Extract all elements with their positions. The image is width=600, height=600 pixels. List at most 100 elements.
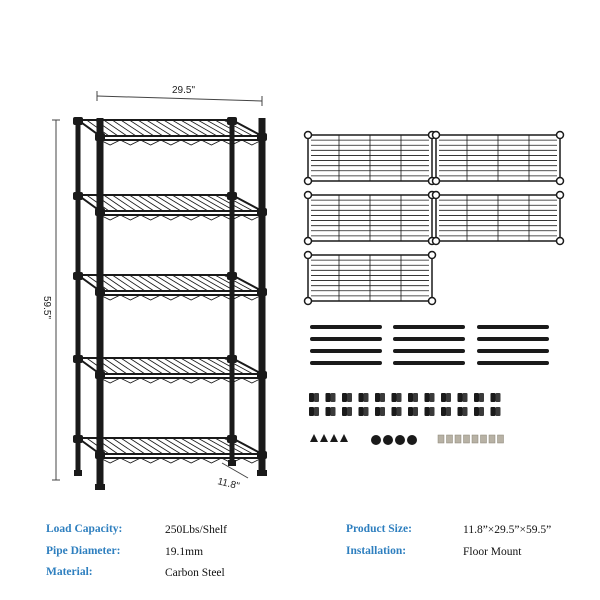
- shelf-truss: [99, 214, 263, 221]
- shelf-wire: [206, 437, 236, 455]
- shelf-wire: [103, 119, 128, 137]
- shelf-wire: [180, 119, 209, 137]
- clip: [391, 393, 397, 402]
- shelf-wire: [214, 194, 245, 212]
- clip: [429, 393, 435, 402]
- pole: [310, 361, 382, 365]
- clip: [495, 393, 501, 402]
- shelf-wire: [189, 194, 218, 212]
- connector: [480, 434, 487, 444]
- shelf-wire: [171, 437, 200, 455]
- clip: [358, 393, 364, 402]
- clip: [396, 407, 402, 416]
- shelf-wire: [214, 119, 245, 137]
- shelf-wire: [111, 194, 137, 212]
- shelf-sleeve: [95, 451, 105, 459]
- leveling-foot-part: [340, 434, 348, 442]
- height-label: 59.5": [41, 296, 52, 319]
- clip: [375, 407, 380, 416]
- installation-label: Installation:: [346, 545, 407, 557]
- shelf: [73, 355, 267, 384]
- shelf-sleeve: [257, 371, 267, 379]
- shelf-wire: [214, 274, 245, 292]
- clip: [429, 407, 435, 416]
- shelf-panel: [303, 130, 437, 186]
- pole: [393, 361, 465, 365]
- shelf-wire: [189, 119, 218, 137]
- shelf-wire: [146, 437, 173, 455]
- shelf-wire: [129, 194, 155, 212]
- spec-table: Load Capacity: 250Lbs/Shelf Pipe Diamete…: [0, 515, 600, 600]
- connector: [488, 434, 496, 444]
- panel-corner-ring: [303, 250, 313, 260]
- shelf: [73, 192, 267, 221]
- post: [96, 118, 104, 484]
- shelf-wire: [197, 274, 227, 292]
- clip: [446, 407, 451, 416]
- shelf-sleeve: [227, 192, 237, 200]
- clip: [347, 393, 352, 402]
- shelf-wire: [146, 194, 173, 212]
- shelf-wire: [214, 437, 245, 455]
- product-illustration: 29.5" 59.5" 11.8": [41, 85, 565, 492]
- panel-corner-ring: [555, 236, 565, 246]
- width-label: 29.5": [172, 85, 195, 96]
- clip: [424, 393, 430, 402]
- shelf-wire: [206, 274, 236, 292]
- shelf-wire: [180, 357, 209, 375]
- clip: [309, 407, 314, 416]
- shelf-wire: [206, 194, 236, 212]
- shelf-panel: [303, 190, 437, 246]
- shelf-truss: [99, 457, 263, 464]
- clip: [462, 393, 468, 402]
- shelf-sleeve: [73, 355, 83, 363]
- shelf-wire: [86, 119, 110, 137]
- shelf-sleeve: [227, 355, 237, 363]
- installation-value: Floor Mount: [463, 546, 522, 558]
- shelf-truss: [99, 377, 263, 384]
- shelf-sleeve: [257, 288, 267, 296]
- panel-corner-ring: [427, 250, 437, 260]
- panel-corner-ring: [303, 176, 313, 186]
- shelf-wire: [111, 274, 137, 292]
- shelf-wire: [86, 194, 110, 212]
- clip: [474, 393, 479, 402]
- clip: [408, 407, 413, 416]
- shelf-wire: [103, 274, 128, 292]
- pole: [477, 349, 549, 353]
- shelf-clips: [309, 393, 501, 416]
- clip: [462, 407, 468, 416]
- shelf-panel: [303, 250, 437, 306]
- leveling-foot-part: [320, 434, 328, 442]
- connector: [497, 434, 504, 444]
- depth-label: 11.8": [216, 476, 241, 492]
- leveling-foot-part: [310, 434, 318, 442]
- product-size-value: 11.8”×29.5”×59.5”: [463, 524, 552, 536]
- shelf-wire: [154, 194, 182, 212]
- shelf: [73, 117, 267, 146]
- clip: [479, 407, 484, 416]
- shelf: [73, 435, 267, 464]
- product-size-label: Product Size:: [346, 523, 412, 535]
- shelf-wire: [137, 119, 164, 137]
- shelf-wire: [103, 357, 128, 375]
- panel-corner-ring: [431, 190, 441, 200]
- panel-corner-ring: [427, 296, 437, 306]
- shelf-truss: [99, 294, 263, 301]
- shelf-wire: [189, 437, 218, 455]
- panel-corner-ring: [431, 176, 441, 186]
- shelf-wire: [197, 437, 227, 455]
- shelf-wire: [120, 437, 146, 455]
- shelf-wire: [180, 194, 209, 212]
- post: [75, 124, 81, 470]
- shelf-wire: [171, 119, 200, 137]
- shelving-unit: [73, 117, 267, 490]
- shelf-wire: [103, 437, 128, 455]
- clip: [325, 407, 331, 416]
- shelf-wire: [163, 194, 191, 212]
- shelf-wire: [154, 274, 182, 292]
- support-poles: [310, 325, 549, 365]
- material-value: Carbon Steel: [165, 567, 225, 579]
- shelf-wire: [206, 119, 236, 137]
- shelf-wire: [94, 357, 119, 375]
